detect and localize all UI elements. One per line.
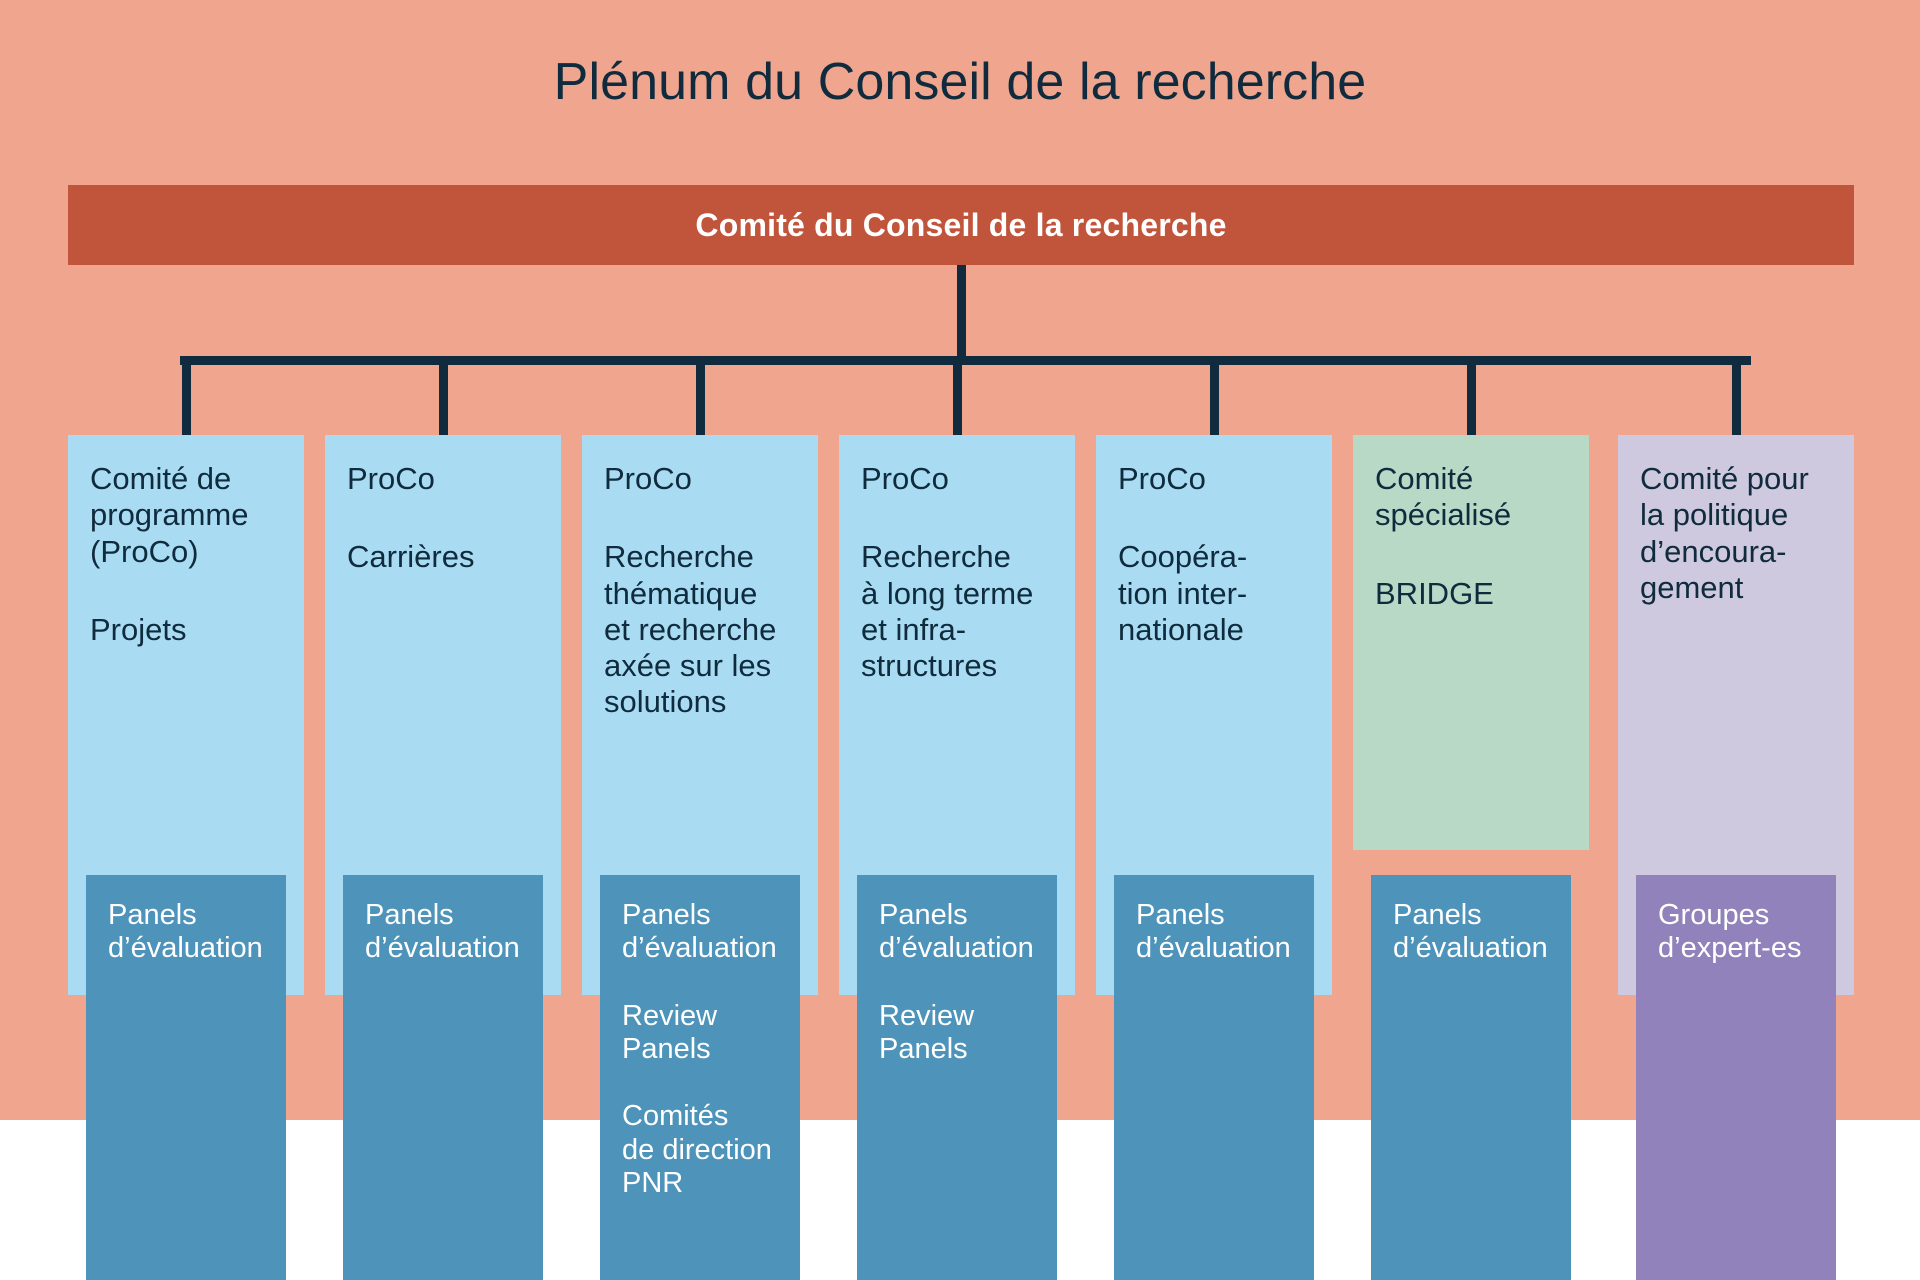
connector-drop-2 [439,356,448,436]
page-title: Plénum du Conseil de la recherche [553,53,1367,111]
column-panel-box-6[interactable]: Panels d’évaluation [1371,875,1571,1280]
column-subtitle-5: Coopéra- tion inter- nationale [1118,539,1248,647]
column-heading-4: ProCo [861,461,949,496]
column-heading-6: Comité spécialisé [1375,461,1512,533]
panel-item-5-1: Panels d’évaluation [1136,899,1291,965]
panel-item-3-1: Panels d’évaluation [622,899,777,965]
column-heading-3: ProCo [604,461,692,496]
column-heading-1: Comité de programme (ProCo) [90,461,249,569]
panel-item-4-2: Review Panels [879,999,975,1066]
panel-item-7-1: Groupes d’expert-es [1658,899,1802,965]
connector-drop-3 [696,356,705,436]
column-subtitle-6: BRIDGE [1375,575,1494,611]
connector-rail [180,356,1751,365]
header-bar-comite-du-conseil: Comité du Conseil de la recherche [68,185,1854,265]
column-panel-box-7[interactable]: Groupes d’expert-es [1636,875,1836,1280]
panel-item-2-1: Panels d’évaluation [365,899,520,965]
column-panel-box-2[interactable]: Panels d’évaluation [343,875,543,1280]
column-subtitle-1: Projets [90,611,187,647]
connector-drop-4 [953,356,962,436]
column-subtitle-2: Carrières [347,539,475,575]
column-heading-2: ProCo [347,461,435,496]
column-heading-7: Comité pour la politique d’encoura- geme… [1640,461,1809,605]
connector-drop-5 [1210,356,1219,436]
column-heading-5: ProCo [1118,461,1206,496]
panel-item-6-1: Panels d’évaluation [1393,899,1548,965]
column-panel-box-1[interactable]: Panels d’évaluation [86,875,286,1280]
panel-item-1-1: Panels d’évaluation [108,899,263,965]
header-bar-label: Comité du Conseil de la recherche [695,206,1227,243]
connector-drop-6 [1467,356,1476,436]
column-subtitle-3: Recherche thématique et recherche axée s… [604,539,777,720]
panel-item-4-1: Panels d’évaluation [879,899,1034,965]
panel-item-3-3: Comités de direction PNR [622,1100,772,1200]
column-panel-box-5[interactable]: Panels d’évaluation [1114,875,1314,1280]
connector-drop-1 [182,356,191,436]
connector-stem [957,265,966,361]
panel-item-3-2: Review Panels [622,999,718,1066]
connector-drop-7 [1732,356,1741,436]
column-subtitle-4: Recherche à long terme et infra- structu… [861,539,1034,684]
